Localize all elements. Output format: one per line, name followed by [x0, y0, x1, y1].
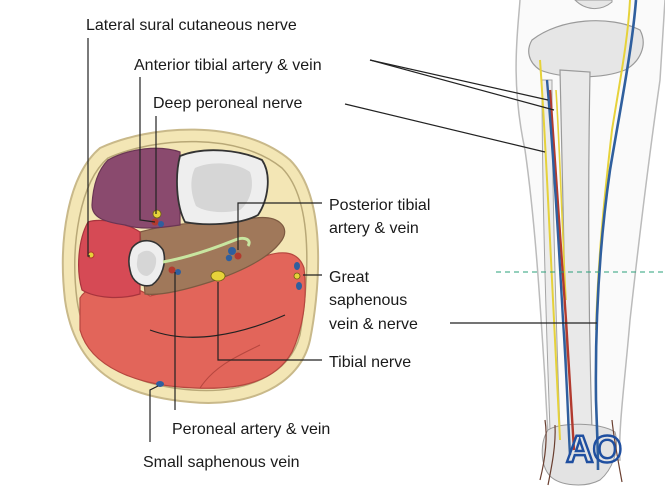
- leader-tibial-nerve: [217, 282, 322, 361]
- anterior-tibial-artery-leg: [548, 89, 576, 451]
- label-peroneal-artery-vein: Peroneal artery & vein: [172, 421, 330, 438]
- leader-anterior-tibial-leg-1: [369, 59, 549, 101]
- leader-small-saphenous: [149, 385, 159, 442]
- fibula-marrow: [136, 250, 157, 276]
- great-saphenous-bundle: [293, 262, 302, 290]
- deep-peroneal-nerve-leg: [555, 89, 567, 301]
- peroneal-bundle: [168, 266, 181, 275]
- superficial-posterior-compartment: [79, 252, 306, 389]
- patella-fragment: [574, 0, 613, 9]
- ankle-tendons: [539, 419, 623, 486]
- label-great-saphenous-1: Great: [329, 269, 370, 286]
- label-lateral-sural-nerve: Lateral sural cutaneous nerve: [86, 17, 297, 34]
- interosseous-membrane: [162, 236, 251, 264]
- lateral-sural-nerve-dot: [87, 251, 95, 259]
- labels: Lateral sural cutaneous nerve Anterior t…: [86, 17, 430, 471]
- ao-logo: AO: [566, 429, 621, 471]
- small-saphenous-vein-dot: [156, 381, 164, 387]
- label-posterior-tibial-2: artery & vein: [329, 220, 419, 237]
- leg-illustration: [496, 0, 665, 486]
- leader-anterior-tibial-leg-2: [369, 59, 555, 111]
- leader-anterior-tibial: [139, 77, 156, 223]
- anterior-tibial-vein-leg: [545, 79, 572, 456]
- label-great-saphenous-2: saphenous: [329, 292, 407, 309]
- tibia-head: [528, 20, 644, 78]
- leader-posterior-tibial: [237, 202, 322, 250]
- tibia-marrow: [191, 163, 252, 213]
- label-anterior-tibial: Anterior tibial artery & vein: [134, 57, 322, 74]
- label-great-saphenous-3: vein & nerve: [329, 316, 418, 333]
- label-posterior-tibial-1: Posterior tibial: [329, 197, 430, 214]
- cross-section: [61, 128, 320, 404]
- leader-lines: [87, 38, 597, 442]
- label-deep-peroneal-nerve: Deep peroneal nerve: [153, 95, 303, 112]
- great-saphenous-vein-leg: [594, 0, 638, 471]
- muscle-division-line-2: [199, 344, 261, 389]
- superficial-peroneal-nerve: [539, 59, 561, 441]
- label-tibial-nerve: Tibial nerve: [329, 354, 411, 371]
- label-small-saphenous-vein: Small saphenous vein: [143, 454, 300, 471]
- leader-lateral-sural: [87, 38, 90, 257]
- posterior-tibial-bundle: [225, 247, 242, 262]
- muscle-division-line: [149, 314, 286, 338]
- anterior-compartment: [91, 147, 181, 229]
- tibial-nerve: [210, 270, 226, 282]
- leader-deep-peroneal-leg: [344, 103, 546, 153]
